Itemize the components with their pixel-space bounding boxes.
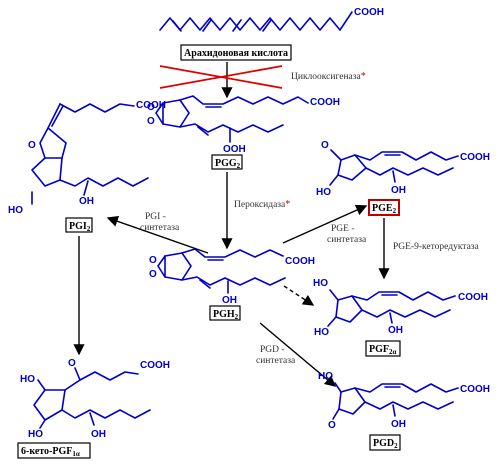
svg-text:OH: OH <box>79 196 94 207</box>
pge-synthase-label-1: PGE - <box>331 224 355 234</box>
pgd-synthase-label-2: синтетаза <box>256 356 296 366</box>
pgi2-box <box>65 217 93 233</box>
cyclooxygenase-label: Циклооксигеназа* <box>291 71 366 82</box>
arachidonic-acid-box <box>180 44 292 61</box>
svg-text:O: O <box>321 140 329 151</box>
svg-text:O: O <box>68 358 76 369</box>
pgh2-box <box>209 305 241 321</box>
pgd2-structure: HO COOH O OH <box>318 371 490 431</box>
pgf2a-label: PGF2α <box>369 344 397 356</box>
pgd2-label: PGD2 <box>373 438 398 450</box>
pgh2-oh: OH <box>222 295 237 306</box>
pgg2-ooh: OOH <box>223 144 246 155</box>
pge-reductase-label: PGE-9-кеторедуктаза <box>393 242 480 252</box>
pgi2-label: PGI2 <box>69 221 91 233</box>
keto-pgf1a-label: 6-кето-PGF1α <box>21 446 80 458</box>
pgi-synthase-label-2: синтетаза <box>140 223 180 233</box>
pgf2a-structure: HO COOH HO OH <box>313 278 488 338</box>
peroxidase-label: Пероксидаза* <box>234 199 290 210</box>
svg-text:O: O <box>328 420 336 431</box>
pge2-box <box>368 199 400 216</box>
inhibition-cross <box>159 65 283 89</box>
svg-text:HO: HO <box>28 429 43 440</box>
svg-text:HO: HO <box>8 205 23 216</box>
svg-text:COOH: COOH <box>140 360 170 371</box>
pgi-synthase-label-1: PGI - <box>145 212 166 222</box>
svg-text:COOH: COOH <box>460 384 490 395</box>
pge2-structure: O COOH HO OH <box>316 140 490 198</box>
svg-text:HO: HO <box>314 327 329 338</box>
svg-text:O: O <box>28 140 36 151</box>
pgg2-structure: O O COOH OOH <box>147 95 340 155</box>
pgd2-box <box>369 434 401 451</box>
pgd-synthase-label-1: PGD - <box>260 345 285 355</box>
svg-text:COOH: COOH <box>136 100 166 111</box>
svg-text:COOH: COOH <box>458 292 488 303</box>
pgi2-structure: COOH O HO OH <box>8 100 166 216</box>
svg-text:HO: HO <box>20 374 35 385</box>
svg-text:O: O <box>147 116 155 127</box>
svg-text:HO: HO <box>318 371 333 382</box>
svg-text:O: O <box>149 269 157 280</box>
arachidonic-acid-structure: COOH <box>159 7 384 32</box>
svg-text:COOH: COOH <box>285 256 315 267</box>
pge-synthase-label-2: синтетаза <box>327 235 367 245</box>
arrow-pgh2-to-pgi2 <box>106 215 209 254</box>
arrow-pgh2-to-pgd2 <box>259 322 337 387</box>
keto-pgf1a-box <box>17 442 91 459</box>
arrow-pgh2-to-pge2 <box>282 204 368 244</box>
pge2-label: PGE2 <box>372 203 397 215</box>
keto-pgf1a-structure: O COOH HO HO OH <box>20 358 170 440</box>
pgg2-box <box>211 154 243 170</box>
pgh2-structure: O O COOH OH <box>149 248 315 306</box>
pgf2a-box <box>365 340 401 357</box>
svg-text:COOH: COOH <box>310 97 340 108</box>
svg-text:HO: HO <box>316 187 331 198</box>
svg-text:OH: OH <box>391 185 406 196</box>
svg-text:O: O <box>147 102 155 113</box>
pgg2-label: PGG2 <box>215 158 241 170</box>
svg-text:HO: HO <box>313 278 328 289</box>
svg-text:OH: OH <box>391 419 406 430</box>
svg-text:O: O <box>149 255 157 266</box>
arachidonic-acid-label: Арахидоновая кислота <box>184 48 288 59</box>
svg-text:COOH: COOH <box>460 152 490 163</box>
arrow-pgh2-to-pgf2a <box>283 285 315 306</box>
pgh2-label: PGH2 <box>213 309 239 321</box>
svg-text:OH: OH <box>388 325 403 336</box>
svg-text:OH: OH <box>91 429 106 440</box>
arachidonic-cooh: COOH <box>354 7 384 18</box>
